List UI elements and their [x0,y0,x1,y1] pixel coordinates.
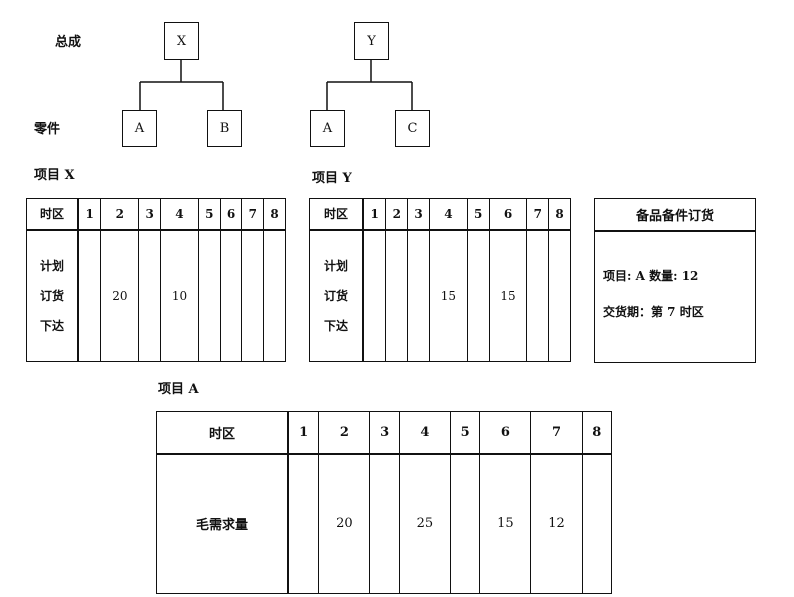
quantity-cell [526,229,550,362]
quantity-cell: 20 [100,229,140,362]
part-a-node-x: A [122,110,157,147]
planned-order-release-label: 计划 订货 下达 [26,229,79,362]
period-cell: 7 [526,198,550,231]
quantity-cell [263,229,286,362]
period-header: 时区 [156,411,289,455]
item-y-caption: 项目 Y [312,171,352,186]
row-label-line: 计划 [39,259,64,274]
period-cell: 2 [100,198,140,231]
spare-parts-order-title: 备品备件订货 [595,199,755,232]
quantity-cell [385,229,409,362]
row-label-line: 订货 [39,289,64,304]
planned-order-release-label: 计划 订货 下达 [309,229,364,362]
period-cell: 3 [407,198,430,231]
period-cell: 7 [241,198,265,231]
quantity-cell: 10 [160,229,199,362]
quantity-cell [77,229,102,362]
quantity-cell [219,229,243,362]
period-cell: 3 [138,198,162,231]
quantity-cell: 20 [318,453,371,594]
period-cell: 5 [466,198,490,231]
quantity-cell [287,453,320,594]
period-cell: 7 [530,411,583,455]
period-cell: 8 [263,198,286,231]
item-a-table: 时区 1 2 3 4 5 6 7 8 毛需求量 20 25 15 12 [156,411,613,594]
row-label-line: 下达 [39,319,64,334]
spare-due-period: 交货期：第 7 时区 [603,305,704,319]
quantity-cell: 15 [428,229,468,362]
quantity-cell [362,229,387,362]
period-cell: 5 [197,198,221,231]
quantity-cell [548,229,571,362]
quantity-cell [369,453,400,594]
part-c-node: C [395,110,430,147]
quantity-cell [581,453,613,594]
assembly-label: 总成 [55,35,82,50]
quantity-cell [197,229,221,362]
item-y-table: 时区 1 2 3 4 5 6 7 8 计划 订货 下达 15 15 [309,198,571,362]
period-cell: 4 [428,198,468,231]
period-cell: 6 [479,411,532,455]
parts-label: 零件 [34,122,61,137]
quantity-cell [138,229,162,362]
item-x-table: 时区 1 2 3 4 5 6 7 8 计划 订货 下达 20 10 [26,198,286,362]
period-header: 时区 [309,198,364,231]
quantity-cell [407,229,430,362]
spare-parts-order-box: 备品备件订货 项目: A 数量: 12 交货期：第 7 时区 [594,198,756,363]
period-cell: 5 [449,411,481,455]
period-cell: 6 [488,198,528,231]
period-cell: 4 [160,198,199,231]
period-cell: 8 [581,411,613,455]
part-b-node: B [207,110,242,147]
period-cell: 3 [369,411,400,455]
period-cell: 1 [287,411,320,455]
quantity-cell: 15 [479,453,532,594]
part-a-node-y: A [310,110,345,147]
quantity-cell [466,229,490,362]
quantity-cell: 12 [530,453,583,594]
assembly-x-node: X [164,22,199,60]
row-label-line: 订货 [323,289,348,304]
quantity-cell: 15 [488,229,528,362]
quantity-cell: 25 [398,453,451,594]
period-cell: 1 [362,198,387,231]
period-cell: 6 [219,198,243,231]
assembly-y-node: Y [354,22,389,60]
spare-item-quantity: 项目: A 数量: 12 [603,269,699,283]
period-cell: 2 [318,411,371,455]
row-label-line: 计划 [323,259,348,274]
quantity-cell [241,229,265,362]
gross-requirements-label: 毛需求量 [156,453,289,594]
row-label-line: 下达 [323,319,348,334]
item-a-caption: 项目 A [158,382,199,397]
period-cell: 8 [548,198,571,231]
period-cell: 4 [398,411,451,455]
period-cell: 1 [77,198,102,231]
quantity-cell [449,453,481,594]
item-x-caption: 项目 X [34,168,75,183]
period-cell: 2 [385,198,409,231]
period-header: 时区 [26,198,79,231]
